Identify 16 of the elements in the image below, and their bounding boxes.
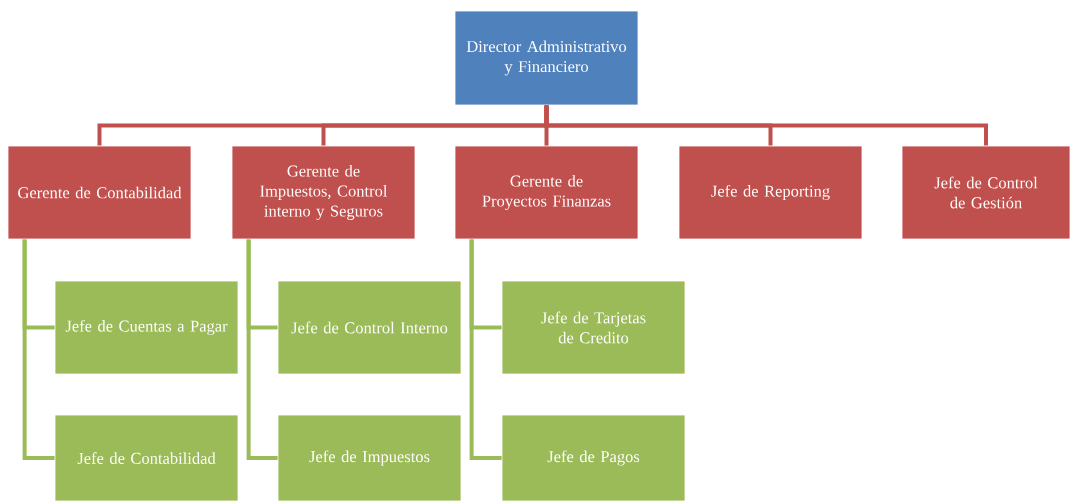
- org-box: Jefe de Contabilidad: [54, 414, 239, 502]
- connector-line: [22, 239, 55, 460]
- org-box: Gerente de Contabilidad: [7, 145, 192, 240]
- org-box: Jefe de Impuestos: [277, 414, 462, 502]
- org-box: Jefe de Tarjetas de Credito: [501, 280, 686, 375]
- org-box: Director Administrativo y Financiero: [454, 10, 639, 106]
- connector-line: [544, 105, 988, 146]
- org-box: Jefe de Reporting: [678, 145, 863, 240]
- org-box: Gerente de Impuestos, Control interno y Seguros: [231, 145, 416, 240]
- org-box: Jefe de Control de Gestión: [901, 145, 1071, 240]
- org-box: Jefe de Control Interno: [277, 280, 462, 375]
- connector-line: [469, 239, 502, 460]
- org-box: Gerente de Proyectos Finanzas: [454, 145, 639, 240]
- org-box: Jefe de Pagos: [501, 414, 686, 502]
- org-box: Jefe de Cuentas a Pagar: [54, 280, 239, 375]
- connector-line: [246, 239, 278, 460]
